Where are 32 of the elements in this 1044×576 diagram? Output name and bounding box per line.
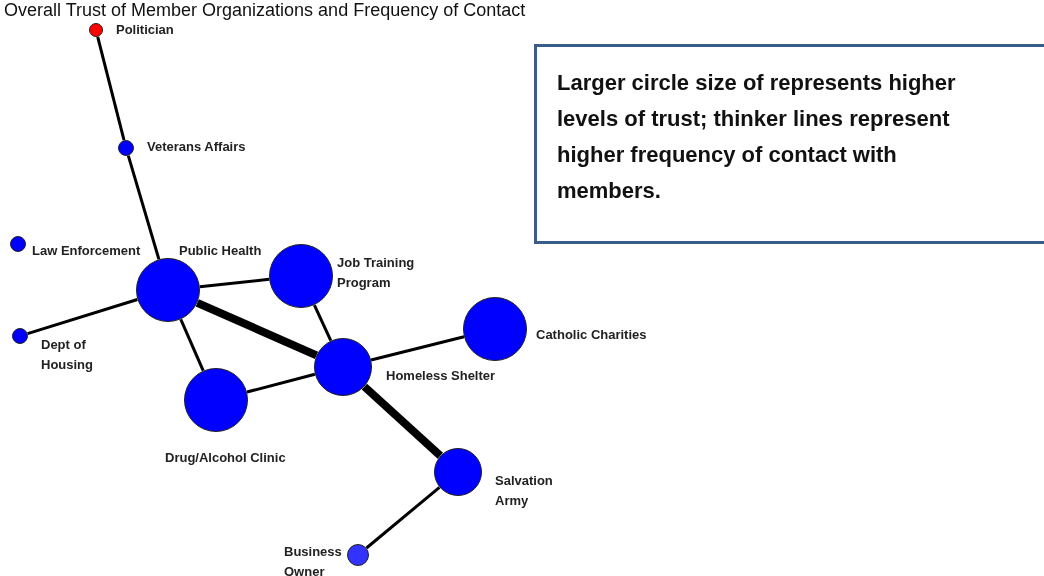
node-label: Job Training Program xyxy=(337,254,416,292)
circle-node xyxy=(118,140,134,156)
node-label: Law Enforcement xyxy=(32,242,141,260)
circle-node xyxy=(434,448,482,496)
connector-line xyxy=(361,383,443,459)
note-text: Larger circle size of represents higher levels of trust; thinker lines represent higher frequency of contact with members. xyxy=(557,69,957,205)
node-label: Homeless Shelter xyxy=(386,367,496,385)
node-label: Veterans Affairs xyxy=(147,138,246,156)
connector-line xyxy=(365,486,441,550)
circle-node xyxy=(12,328,28,344)
node-label: Public Health xyxy=(179,242,262,260)
circle-node xyxy=(89,23,103,37)
node-label: Catholic Charities xyxy=(536,326,647,344)
diagram-title: Overall Trust of Member Organizations and Frequency of Contact xyxy=(4,0,526,21)
connector-line xyxy=(370,335,465,362)
circle-node xyxy=(314,338,372,396)
connector-line xyxy=(179,318,205,372)
connector-line xyxy=(96,36,126,141)
connector-line xyxy=(27,298,138,336)
node-label: Salvation Army xyxy=(495,472,554,510)
circle-node xyxy=(347,544,369,566)
connector-line xyxy=(195,299,319,359)
node-label: Dept of Housing xyxy=(41,336,94,374)
node-label: Business Owner xyxy=(284,543,343,576)
circle-node xyxy=(10,236,26,252)
connector-line xyxy=(246,372,316,394)
connector-line xyxy=(313,304,333,342)
node-label: Politician xyxy=(116,21,174,39)
connector-line xyxy=(199,277,270,289)
note-box xyxy=(534,44,1044,244)
connector-line xyxy=(126,155,161,260)
node-label: Drug/Alcohol Clinic xyxy=(165,449,286,467)
